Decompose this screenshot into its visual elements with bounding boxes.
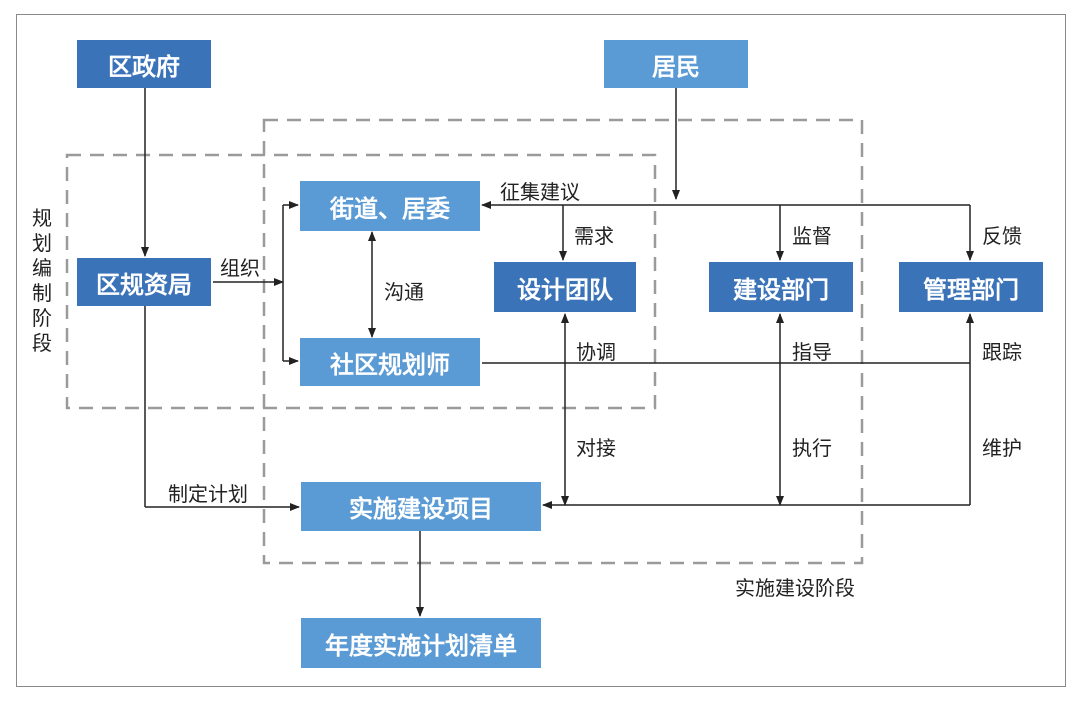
label-coordinate: 协调: [576, 340, 616, 364]
implementation-phase-region: [262, 118, 864, 565]
box-construction-dept: 建设部门: [709, 262, 853, 312]
label-collect-suggestions: 征集建议: [500, 180, 580, 204]
diagram-frame: [16, 14, 1066, 687]
box-residents: 居民: [604, 40, 748, 88]
box-annual-plan-list: 年度实施计划清单: [301, 618, 541, 668]
label-make-plan: 制定计划: [168, 482, 248, 506]
box-management-dept: 管理部门: [899, 262, 1043, 312]
box-street-committee: 街道、居委: [300, 181, 480, 231]
label-planning-phase: 规划编制阶段: [32, 206, 52, 355]
label-maintain: 维护: [982, 436, 1022, 460]
box-planning-bureau: 区规资局: [77, 258, 211, 306]
planning-phase-region: [65, 153, 657, 410]
label-communicate: 沟通: [384, 280, 424, 304]
box-implementation-project: 实施建设项目: [301, 482, 541, 531]
label-guide: 指导: [792, 340, 832, 364]
box-district-gov: 区政府: [77, 40, 211, 88]
label-implementation-phase: 实施建设阶段: [735, 576, 855, 600]
label-supervise: 监督: [792, 224, 832, 248]
label-track: 跟踪: [982, 340, 1022, 364]
label-feedback: 反馈: [982, 224, 1022, 248]
box-design-team: 设计团队: [494, 262, 636, 312]
label-connect: 对接: [576, 436, 616, 460]
label-organize: 组织: [220, 256, 260, 280]
label-execute: 执行: [792, 436, 832, 460]
box-community-planner: 社区规划师: [300, 338, 480, 386]
label-demand: 需求: [574, 224, 614, 248]
